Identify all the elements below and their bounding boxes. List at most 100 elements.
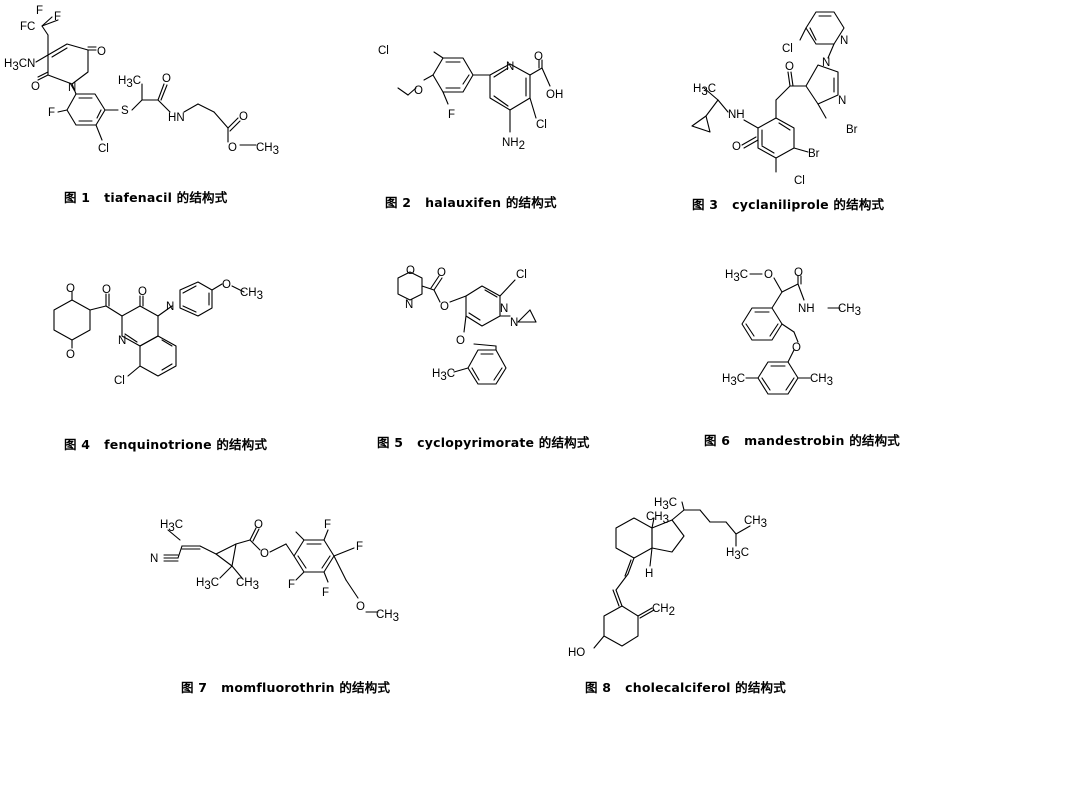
atom-cf3: FC [20,21,35,33]
atom-nh: HN [168,112,185,124]
atom-cl: Cl [378,45,389,57]
atom-cl: Cl [536,119,547,131]
atom-h3c: H3C [432,368,455,383]
structure-cyclaniliprole: Cl N O N N Br H3C NH O Br Cl [691,11,858,187]
atom-o: O [406,265,415,277]
atom-h3c: H3C [118,75,141,90]
atom-br: Br [808,148,820,160]
atom-n: N [27,58,35,70]
atom-n: N [118,335,126,347]
atom-ch3: CH3 [376,609,399,624]
atom-h3c: H3C [160,519,183,534]
structure-tiafenacil: F F FC H3C N O O N F Cl S H3C O HN O O C… [4,5,279,157]
atom-n: N [500,303,508,315]
figure-1: F F FC H3C N O O N F Cl S H3C O HN O O C… [0,0,300,205]
atom-o: O [66,283,75,295]
atom-ch3: CH3 [744,515,767,530]
atom-n: N [838,95,846,107]
atom-ch2: CH2 [652,603,675,618]
atom-ch3: CH3 [256,142,279,157]
atom-ch3: CH3 [236,577,259,592]
structure-cyclopyrimorate: O N O O Cl N N O H3C [397,265,537,385]
structure-mandestrobin: H3C O O NH CH3 O H3C CH3 [722,267,861,395]
atom-o: O [414,85,423,97]
atom-o: O [228,142,237,154]
atom-o: O [239,111,248,123]
atom-n: N [150,553,158,565]
atom-o: O [440,301,449,313]
atom-n: N [68,82,76,94]
atom-o: O [792,342,801,354]
atom-f: F [324,519,331,531]
atom-ho: HO [568,647,585,659]
atom-f: F [54,11,61,23]
atom-ch3: CH3 [810,373,833,388]
atom-cl: Cl [794,175,805,187]
atom-o: O [222,279,231,291]
atom-h3c: H3C [4,58,27,73]
atom-cl: Cl [516,269,527,281]
atom-f: F [288,579,295,591]
structure-cholecalciferol: H3C CH3 H CH2 HO CH3 H3C [568,497,767,659]
atom-o: O [66,349,75,361]
atom-o: O [102,284,111,296]
atom-o: O [138,286,147,298]
atom-h3c: H3C [196,577,219,592]
atom-ch3: CH3 [646,511,669,526]
atom-n: N [506,61,514,73]
atom-h3c: H3C [725,269,748,284]
atom-f: F [448,109,455,121]
atom-o: O [356,601,365,613]
atom-o: O [97,46,106,58]
atom-nh2: NH2 [502,137,525,152]
atom-o: O [764,269,773,281]
atom-n: N [510,317,518,329]
atom-f: F [48,107,55,119]
atom-o: O [534,51,543,63]
atom-oh: OH [546,89,563,101]
atom-ch3: CH3 [240,287,263,302]
atom-n: N [405,299,413,311]
atom-f: F [36,5,43,17]
atom-nh: NH [798,303,815,315]
atom-o: O [162,73,171,85]
atom-o: O [732,141,741,153]
atom-s: S [121,105,129,117]
atom-ch3: CH3 [838,303,861,318]
atom-n: N [840,35,848,47]
atom-o: O [31,81,40,93]
atom-h3c: H3C [722,373,745,388]
atom-n: N [822,57,830,69]
atom-cl: Cl [98,143,109,155]
structure-halauxifen: Cl O F N O OH Cl NH2 [378,45,563,152]
atom-f: F [322,587,329,599]
atom-f: F [356,541,363,553]
atom-h: H [645,568,653,580]
atom-h3c: H3C [693,83,716,98]
atom-nh: NH [728,109,745,121]
atom-cl: Cl [782,43,793,55]
atom-o: O [785,61,794,73]
structure-momfluorothrin: H3C N O O F F F F H3C CH3 O CH3 [150,519,399,624]
atom-br: Br [846,124,858,136]
atom-o: O [456,335,465,347]
structure-fenquinotrione: O O O O N N Cl O CH3 [53,279,263,387]
atom-n: N [166,301,174,313]
atom-cl: Cl [114,375,125,387]
atom-h3c: H3C [726,547,749,562]
